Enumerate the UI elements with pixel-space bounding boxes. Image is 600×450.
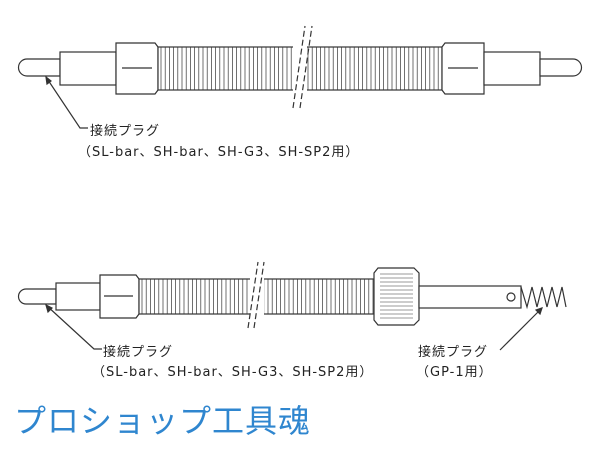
spring bbox=[520, 286, 567, 310]
bottom-left-plug-models: （SL-bar、SH-bar、SH-G3、SH-SP2用） bbox=[92, 365, 374, 380]
bottom-left-plug-label: 接続プラグ bbox=[103, 345, 174, 360]
shaft-hole bbox=[506, 292, 516, 302]
large-nut bbox=[373, 267, 420, 326]
top-left-sleeve bbox=[59, 51, 117, 86]
top-plug-models: （SL-bar、SH-bar、SH-G3、SH-SP2用） bbox=[78, 145, 360, 160]
top-leader-line bbox=[45, 76, 88, 129]
bottom-left-pin bbox=[17, 288, 57, 305]
bottom-left-leader bbox=[45, 304, 102, 350]
top-right-sleeve bbox=[483, 51, 541, 86]
shop-logo: プロショップ工具魂 bbox=[14, 402, 312, 440]
break-mark bbox=[292, 25, 306, 109]
bottom-cable bbox=[17, 261, 567, 351]
top-plug-label: 接続プラグ bbox=[90, 124, 161, 139]
bottom-left-sleeve bbox=[55, 282, 101, 311]
bottom-right-plug-models: （GP-1用） bbox=[416, 365, 493, 380]
top-left-pin bbox=[17, 58, 61, 77]
top-cable bbox=[17, 25, 583, 129]
shaft bbox=[418, 285, 522, 309]
knurl-lines bbox=[380, 273, 413, 319]
top-right-pin bbox=[539, 58, 583, 77]
bottom-right-leader bbox=[499, 307, 543, 351]
bottom-right-plug-label: 接続プラグ bbox=[418, 345, 489, 360]
